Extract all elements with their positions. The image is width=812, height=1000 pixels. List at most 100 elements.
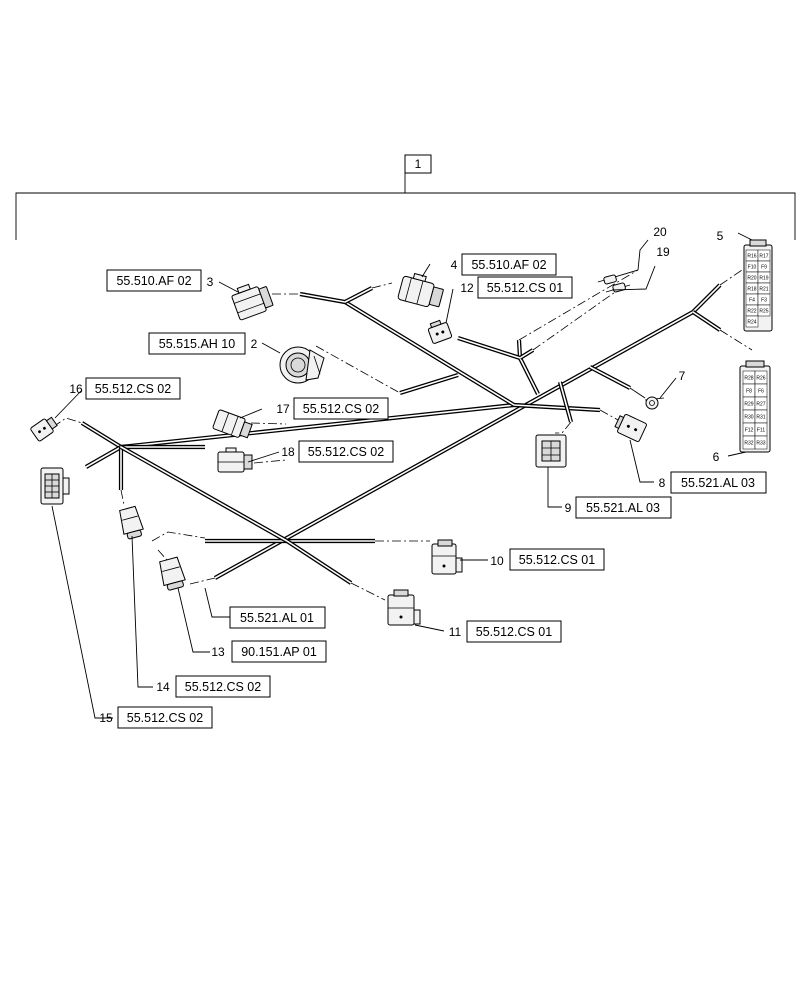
- callout-8: 8 55.521.AL 03: [659, 471, 767, 494]
- callout-2-number: 2: [251, 337, 258, 351]
- callout-10-ref: 55.512.CS 01: [519, 553, 595, 567]
- relay-box-5-cell-label: R16: [747, 254, 756, 260]
- callout-6: 6: [713, 450, 720, 464]
- relay-box-6-cell-label: R32: [744, 441, 753, 447]
- connector-15: [40, 467, 70, 505]
- callout-15-ref: 55.512.CS 02: [127, 711, 203, 725]
- connector-2: [279, 346, 325, 384]
- callout-2-ref: 55.515.AH 10: [159, 337, 235, 351]
- callout-17: 17 55.512.CS 02: [276, 397, 389, 420]
- relay-box-5-cell-label: R19: [759, 276, 768, 282]
- connector-4: [397, 272, 444, 308]
- callout-1-number: 1: [415, 157, 422, 171]
- callout-5-number: 5: [717, 229, 724, 243]
- leader-lines: [51, 232, 753, 719]
- relay-box-6-cell-label: F12: [745, 428, 754, 434]
- callout-3: 55.510.AF 02 3: [106, 269, 214, 292]
- relay-box-5-cell-label: F10: [748, 265, 757, 271]
- callout-9: 9 55.521.AL 03: [565, 496, 672, 519]
- callout-6-number: 6: [713, 450, 720, 464]
- callout-15-number: 15: [99, 711, 113, 725]
- callout-17-number: 17: [276, 402, 290, 416]
- relay-box-6-cell-label: F6: [758, 389, 764, 395]
- relay-box-6-cell-label: R29: [744, 402, 753, 408]
- relay-box-5-cell-label: R22: [747, 309, 756, 315]
- relay-box-5-cell-label: R21: [759, 287, 768, 293]
- relay-box-5-cell-label: F3: [761, 298, 767, 304]
- connection-lines: [52, 267, 753, 601]
- connector-13: [159, 556, 186, 591]
- relay-box-5-cell-label: R25: [759, 309, 768, 315]
- terminal-19: [605, 282, 631, 293]
- callout-9-ref: 55.521.AL 03: [586, 501, 660, 515]
- relay-box-6-cell-label: F11: [757, 428, 765, 434]
- terminal-20: [597, 269, 639, 285]
- callout-7: 7: [679, 369, 686, 383]
- terminal-7: [629, 387, 659, 410]
- relay-box-6-cell-label: R30: [744, 415, 753, 421]
- callout-19: 19: [656, 245, 670, 259]
- callout-18: 18 55.512.CS 02: [281, 440, 394, 463]
- callout-16: 16 55.512.CS 02: [69, 377, 181, 400]
- callout-18-ref: 55.512.CS 02: [308, 445, 384, 459]
- connector-18: [217, 447, 253, 473]
- callout-15: 15 55.512.CS 02: [99, 706, 213, 729]
- callout-14-number: 14: [156, 680, 170, 694]
- connector-10: [431, 539, 463, 575]
- relay-box-5-cell-label: R17: [759, 254, 768, 260]
- relay-box-6-cell-frame: [754, 435, 768, 450]
- connector-3: [231, 283, 274, 321]
- connector-14: [119, 505, 144, 540]
- callout-11-ref: 55.512.CS 01: [476, 625, 552, 639]
- callout-14-ref: 55.512.CS 02: [185, 680, 261, 694]
- connector-11: [387, 589, 421, 626]
- callout-11-number: 11: [449, 625, 462, 639]
- callout-16-ref: 55.512.CS 02: [95, 382, 171, 396]
- harness-wires: [80, 283, 722, 585]
- connector-16: [30, 416, 58, 442]
- callout-8-ref: 55.521.AL 03: [681, 476, 755, 490]
- relay-box-6-cell-label: R28: [744, 376, 753, 382]
- callout-12-number: 12: [460, 281, 474, 295]
- callout-10: 10 55.512.CS 01: [490, 548, 605, 571]
- assembly-bracket: 1: [15, 154, 796, 240]
- callout-3-number: 3: [207, 275, 214, 289]
- relay-box-6-cell-label: R27: [756, 402, 765, 408]
- callout-4-number: 4: [451, 258, 458, 272]
- callout-16-number: 16: [69, 382, 83, 396]
- callout-14: 14 55.512.CS 02: [156, 675, 271, 698]
- relay-box-5-cell-label: R20: [747, 276, 756, 282]
- relay-box-5-cell-label: F4: [749, 298, 755, 304]
- callout-8-number: 8: [659, 476, 666, 490]
- callout-12-ref: 55.512.CS 01: [487, 281, 563, 295]
- callout-13: 13 90.151.AP 01: [211, 640, 327, 663]
- relay-box-5-cell-frame: [745, 315, 759, 328]
- relay-box-5-cell-label: R18: [747, 287, 756, 293]
- callout-13-ref: 90.151.AP 01: [241, 645, 317, 659]
- connector-17: [212, 409, 253, 439]
- callout-3-ref: 55.510.AF 02: [116, 274, 191, 288]
- callout-18-number: 18: [281, 445, 295, 459]
- callout-11: 11 55.512.CS 01: [449, 620, 562, 643]
- connector-9: [535, 434, 567, 468]
- callout-10-number: 10: [490, 554, 504, 568]
- relay-box-6-cell-label: R26: [756, 376, 765, 382]
- callout-12: 12 55.512.CS 01: [460, 276, 573, 299]
- relay-box-6-cell-label: R33: [756, 441, 765, 447]
- callout-4: 4 55.510.AF 02: [451, 253, 557, 276]
- callout-2: 55.515.AH 10 2: [148, 332, 258, 355]
- callout-5: 5: [717, 229, 724, 243]
- callout-20-number: 20: [653, 225, 667, 239]
- callout-7-number: 7: [679, 369, 686, 383]
- callout-branch: 55.521.AL 01: [229, 606, 326, 629]
- callout-19-number: 19: [656, 245, 670, 259]
- branch-ref: 55.521.AL 01: [240, 611, 314, 625]
- relay-box-5-cell-label: F9: [761, 265, 767, 271]
- callout-4-ref: 55.510.AF 02: [471, 258, 546, 272]
- callout-13-number: 13: [211, 645, 225, 659]
- callout-9-number: 9: [565, 501, 572, 515]
- connector-8: [614, 414, 647, 442]
- relay-box-6-cell-label: F8: [746, 389, 752, 395]
- callout-17-ref: 55.512.CS 02: [303, 402, 379, 416]
